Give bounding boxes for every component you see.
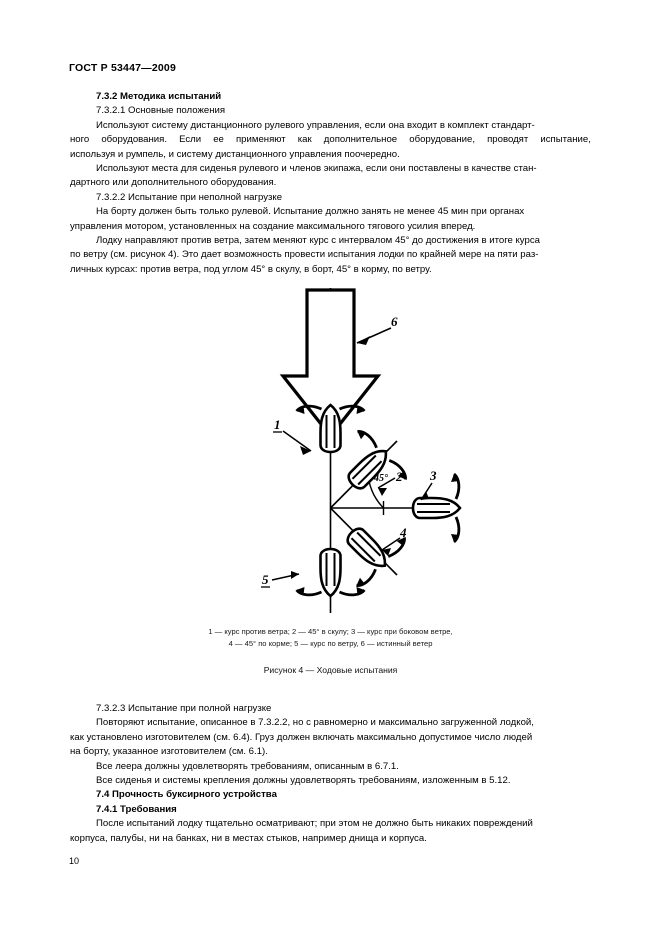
document-header: ГОСТ Р 53447—2009: [69, 62, 177, 74]
heading-7-3-2: 7.3.2 Методика испытаний: [96, 91, 222, 102]
p1-w5: применяют: [235, 134, 286, 146]
callout-label-4: 4: [399, 525, 407, 540]
p1-w3: Если: [179, 134, 202, 146]
paragraph-4: Лодку направляют против ветра, затем мен…: [70, 234, 591, 277]
paragraph-4-line-3: личных курсах: против ветра, под углом 4…: [70, 263, 432, 275]
p1-w4: ее: [213, 134, 224, 146]
callout-6-arrowhead: [357, 336, 370, 345]
paragraph-7: Все сиденья и системы крепления должны у…: [96, 775, 511, 787]
callout-label-5: 5: [262, 572, 269, 587]
document-body-upper: 7.3.2 Методика испытаний 7.3.2.1 Основны…: [70, 90, 591, 277]
figure-legend: 1 — курс против ветра; 2 — 45° в скулу; …: [0, 626, 661, 650]
figure-4-sea-trials: 1 2 3 4 5 6 45°: [0, 288, 661, 638]
paragraph-4-line-1: Лодку направляют против ветра, затем мен…: [96, 235, 540, 247]
paragraph-5-line-1: Повторяют испытание, описанное в 7.3.2.2…: [96, 717, 534, 729]
paragraph-2-line-2: дартного или дополнительного оборудовани…: [70, 177, 277, 189]
figure-title: Рисунок 4 — Ходовые испытания: [263, 665, 398, 675]
p1-w10: испытание,: [540, 134, 591, 146]
p1-w7: дополнительное: [323, 134, 398, 146]
p1-w9: проводят: [487, 134, 529, 146]
boat-3-beam-wind: [411, 472, 462, 544]
p1-w8: оборудование,: [409, 134, 476, 146]
paragraph-1-line-3: используя и румпель, и систему дистанцио…: [70, 148, 400, 160]
page-number: 10: [69, 856, 80, 866]
callout-label-3: 3: [429, 468, 437, 483]
paragraph-3-line-2: управления мотором, установленных на соз…: [70, 220, 476, 232]
paragraph-6: Все леера должны удовлетворять требовани…: [96, 760, 399, 772]
callout-underlines: [261, 431, 282, 588]
angle-label-45: 45°: [373, 473, 388, 484]
heading-7-4: 7.4 Прочность буксирного устройства: [96, 789, 277, 801]
boat-4-45-stern: [346, 527, 406, 587]
document-body-lower: 7.3.2.3 Испытание при полной нагрузке По…: [70, 702, 591, 846]
paragraph-5: Повторяют испытание, описанное в 7.3.2.2…: [70, 716, 591, 759]
p1-w1: ного: [70, 134, 90, 146]
callout-4-leader: [381, 537, 401, 551]
boat-5-downwind: [295, 547, 366, 598]
paragraph-1-line-1: Используют систему дистанционного рулево…: [96, 119, 535, 131]
paragraph-5-line-2: как установлено изготовителем (см. 6.4).…: [70, 731, 533, 743]
paragraph-1-line-2: ного оборудования. Если ее применяют как…: [70, 133, 591, 147]
p1-w2: оборудования.: [101, 134, 167, 146]
figure-4-svg: 1 2 3 4 5 6 45°: [261, 288, 462, 613]
paragraph-8: После испытаний лодку тщательно осматрив…: [70, 817, 591, 846]
boat-1-into-wind: [295, 403, 366, 454]
paragraph-2: Используют места для сиденья рулевого и …: [70, 162, 591, 191]
paragraph-2-line-1: Используют места для сиденья рулевого и …: [96, 163, 537, 175]
paragraph-8-line-2: корпуса, палубы, ни на банках, ни в мест…: [70, 832, 427, 844]
heading-7-3-2-3: 7.3.2.3 Испытание при полной нагрузке: [96, 703, 272, 714]
paragraph-5-line-3: на борту, указанное изготовителем (см. 6…: [70, 746, 268, 758]
paragraph-3: На борту должен быть только рулевой. Исп…: [70, 205, 591, 234]
heading-7-4-1: 7.4.1 Требования: [96, 803, 177, 815]
callout-arrowheads: [291, 446, 429, 579]
callout-2-leader: [377, 477, 396, 489]
paragraph-4-line-2: по ветру (см. рисунок 4). Это дает возмо…: [70, 249, 539, 261]
figure-legend-line-1: 1 — курс против ветра; 2 — 45° в скулу; …: [208, 627, 453, 636]
callout-label-1: 1: [274, 417, 281, 432]
callout-numbers: 1 2 3 4 5 6: [262, 314, 437, 587]
paragraph-3-line-1: На борту должен быть только рулевой. Исп…: [96, 206, 525, 218]
heading-7-3-2-2: 7.3.2.2 Испытание при неполной нагрузке: [96, 191, 283, 203]
heading-7-3-2-1: 7.3.2.1 Основные положения: [96, 105, 226, 117]
callout-label-6: 6: [391, 314, 398, 329]
callout-1-leader: [282, 430, 312, 452]
callout-leaders: [271, 430, 433, 581]
callout-label-2: 2: [395, 469, 403, 484]
p1-w6: как: [297, 134, 312, 146]
boat-2-45-bow: [347, 430, 407, 490]
paragraph-1: Используют систему дистанционного рулево…: [70, 119, 591, 162]
paragraph-8-line-1: После испытаний лодку тщательно осматрив…: [96, 818, 533, 830]
figure-legend-line-2: 4 — 45° по корме; 5 — курс по ветру, 6 —…: [228, 639, 433, 648]
